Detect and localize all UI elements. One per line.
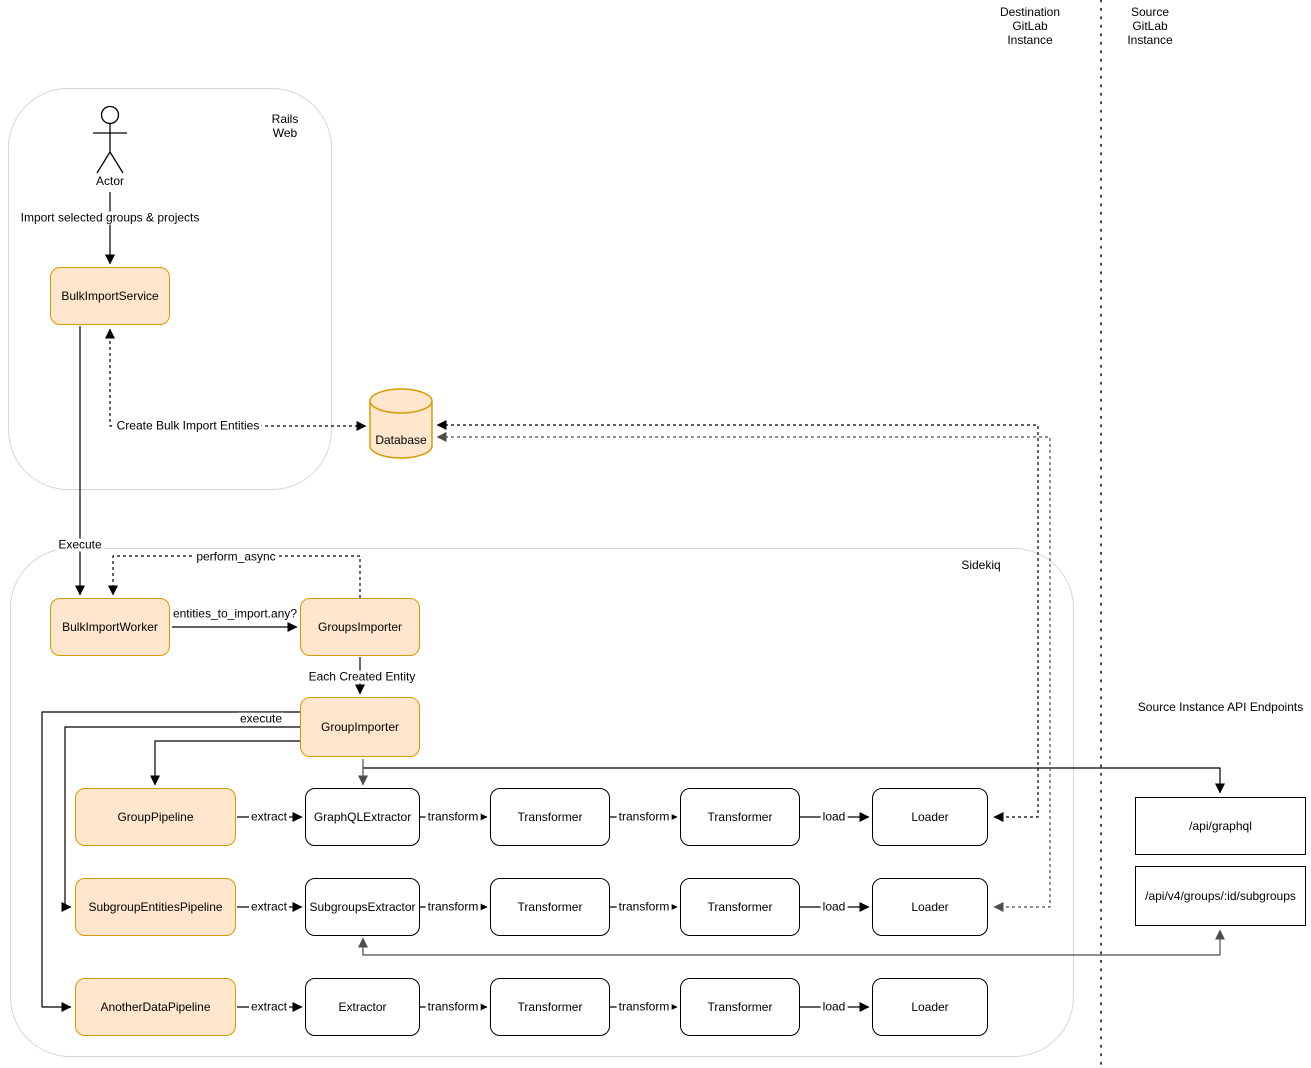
actor-label: Actor bbox=[95, 174, 125, 188]
node-label: Transformer bbox=[517, 900, 583, 914]
node-label: BulkImportService bbox=[61, 289, 159, 303]
edge-label-transform2-row2: transform bbox=[616, 899, 672, 914]
edge-label-load-row2: load bbox=[820, 899, 848, 914]
node-bulkimportworker: BulkImportWorker bbox=[50, 598, 170, 656]
edge-label-extract-row1: extract bbox=[248, 809, 290, 824]
edge-loader2-to-database bbox=[436, 432, 1051, 912]
edge-label-extract-row2: extract bbox=[248, 899, 290, 914]
edge-label-transform2-row3: transform bbox=[616, 999, 672, 1014]
node-transformer-row1-b: Transformer bbox=[680, 788, 800, 846]
edge-label-extract-row3: extract bbox=[248, 999, 290, 1014]
actor-icon bbox=[93, 105, 127, 174]
node-anotherdatapipeline: AnotherDataPipeline bbox=[75, 978, 236, 1036]
edge-loader1-to-database bbox=[436, 420, 1039, 822]
node-label: SubgroupsExtractor bbox=[309, 900, 416, 914]
node-label: BulkImportWorker bbox=[62, 620, 158, 634]
rails-web-container bbox=[8, 88, 332, 490]
node-subgroupentitiespipeline: SubgroupEntitiesPipeline bbox=[75, 878, 236, 936]
node-label: Loader bbox=[911, 810, 949, 824]
edge-label-load-row1: load bbox=[820, 809, 848, 824]
destination-instance-label: Destination GitLab Instance bbox=[999, 5, 1061, 47]
node-transformer-row1-a: Transformer bbox=[490, 788, 610, 846]
node-label: GroupsImporter bbox=[317, 620, 403, 634]
edge-label-entities-to-import: entities_to_import.any? bbox=[170, 606, 300, 621]
node-transformer-row2-a: Transformer bbox=[490, 878, 610, 936]
node-transformer-row2-b: Transformer bbox=[680, 878, 800, 936]
database-label: Database bbox=[375, 433, 427, 447]
edge-label-each-created-entity: Each Created Entity bbox=[306, 669, 418, 684]
node-label: Transformer bbox=[517, 1000, 583, 1014]
node-transformer-row3-a: Transformer bbox=[490, 978, 610, 1036]
node-label: Extractor bbox=[338, 1000, 387, 1014]
node-label: GraphQLExtractor bbox=[313, 810, 412, 824]
node-label: GroupPipeline bbox=[117, 810, 194, 824]
node-label: GroupImporter bbox=[320, 720, 400, 734]
source-instance-label: Source GitLab Instance bbox=[1127, 5, 1173, 47]
node-bulkimportservice: BulkImportService bbox=[50, 267, 170, 325]
node-label: Loader bbox=[911, 900, 949, 914]
edge-create-bulk-import-entities bbox=[105, 328, 367, 431]
edge-label-execute: Execute bbox=[56, 537, 104, 552]
edge-label-perform-async: perform_async bbox=[194, 549, 278, 564]
node-label: /api/v4/groups/:id/subgroups bbox=[1145, 889, 1296, 903]
node-subgroupsextractor: SubgroupsExtractor bbox=[305, 878, 420, 936]
node-extractor-row3: Extractor bbox=[305, 978, 420, 1036]
node-label: AnotherDataPipeline bbox=[100, 1000, 211, 1014]
node-endpoint-graphql: /api/graphql bbox=[1135, 797, 1306, 855]
node-groupimporter: GroupImporter bbox=[300, 697, 420, 757]
rails-web-label: Rails Web bbox=[271, 112, 299, 140]
node-endpoint-subgroups: /api/v4/groups/:id/subgroups bbox=[1135, 866, 1306, 926]
edge-perform-async bbox=[108, 555, 361, 598]
node-label: SubgroupEntitiesPipeline bbox=[88, 900, 223, 914]
node-label: Transformer bbox=[707, 1000, 773, 1014]
node-label: Transformer bbox=[707, 810, 773, 824]
edge-label-load-row3: load bbox=[820, 999, 848, 1014]
node-loader-row1: Loader bbox=[872, 788, 988, 846]
edge-label-transform2-row1: transform bbox=[616, 809, 672, 824]
node-loader-row3: Loader bbox=[872, 978, 988, 1036]
node-graphqlextractor: GraphQLExtractor bbox=[305, 788, 420, 846]
edge-groupimporter-to-anotherdatapipeline bbox=[41, 711, 300, 1012]
database-icon bbox=[369, 388, 433, 459]
node-loader-row2: Loader bbox=[872, 878, 988, 936]
node-groupsimporter: GroupsImporter bbox=[300, 598, 420, 656]
edge-label-create-bulk-import-entities: Create Bulk Import Entities bbox=[114, 418, 262, 433]
node-label: Transformer bbox=[517, 810, 583, 824]
node-grouppipeline: GroupPipeline bbox=[75, 788, 236, 846]
edge-label-transform1-row1: transform bbox=[425, 809, 481, 824]
edge-groupimporter-to-subgroupentitiespipeline bbox=[61, 726, 300, 912]
edge-subgroupsextractor-to-subgroups-endpoint bbox=[358, 929, 1225, 956]
node-label: Transformer bbox=[707, 900, 773, 914]
edge-groupimporter-to-grouppipeline bbox=[150, 740, 300, 786]
edge-label-execute-pipelines: execute bbox=[237, 711, 285, 726]
sidekiq-label: Sidekiq bbox=[961, 558, 1001, 572]
api-endpoints-title: Source Instance API Endpoints bbox=[1137, 700, 1304, 714]
edge-label-transform1-row2: transform bbox=[425, 899, 481, 914]
edge-label-import-selected: Import selected groups & projects bbox=[18, 210, 202, 225]
node-label: Loader bbox=[911, 1000, 949, 1014]
node-transformer-row3-b: Transformer bbox=[680, 978, 800, 1036]
edge-label-transform1-row3: transform bbox=[425, 999, 481, 1014]
node-label: /api/graphql bbox=[1189, 819, 1252, 833]
